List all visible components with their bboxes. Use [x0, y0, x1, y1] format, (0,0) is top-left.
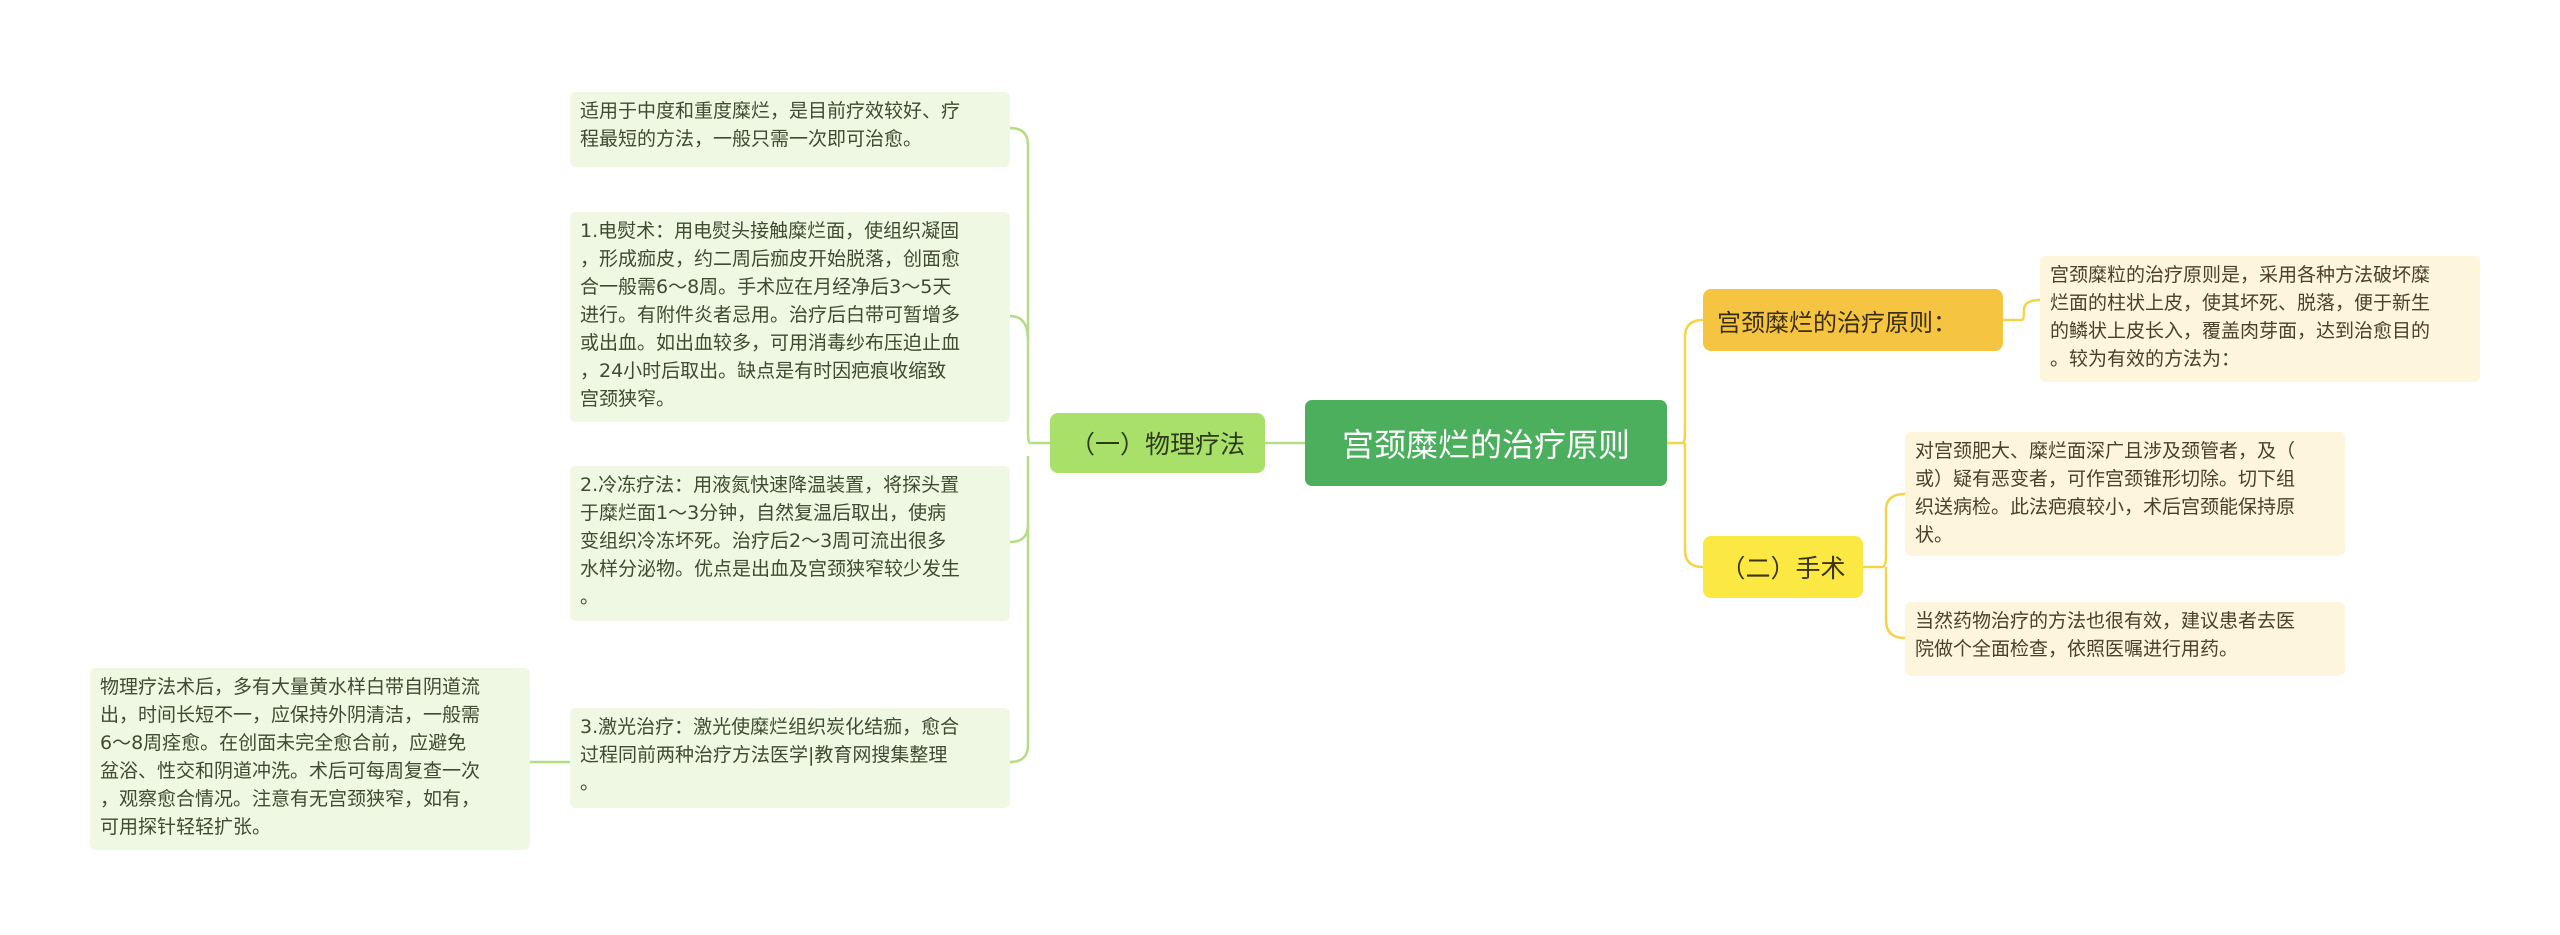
leaf-medication-advice[interactable]: 当然药物治疗的方法也很有效，建议患者去医 院做个全面检查，依照医嘱进行用药。	[1905, 602, 2345, 676]
connector-physical-leaf-3	[1009, 456, 1030, 544]
connector-physical-leaf-4	[1009, 525, 1030, 764]
connector-physical-leaf-2	[1009, 314, 1030, 341]
connector-root-surgery	[1683, 443, 1704, 569]
leaf-laser-therapy[interactable]: 3.激光治疗：激光使糜烂组织炭化结痂，愈合 过程同前两种治疗方法医学|教育网搜集…	[570, 708, 1010, 808]
leaf-postoperative-care[interactable]: 物理疗法术后，多有大量黄水样白带自阴道流 出，时间长短不一，应保持外阴清洁，一般…	[90, 668, 530, 850]
branch-surgery[interactable]: （二）手术	[1703, 536, 1863, 598]
branch-physical-therapy[interactable]: （一）物理疗法	[1050, 413, 1265, 473]
leaf-electrocautery[interactable]: 1.电熨术：用电熨头接触糜烂面，使组织凝固 ，形成痂皮，约二周后痂皮开始脱落，创…	[570, 212, 1010, 422]
root-topic[interactable]: 宫颈糜烂的治疗原则	[1305, 400, 1667, 486]
leaf-physical-overview[interactable]: 适用于中度和重度糜烂，是目前疗效较好、疗 程最短的方法，一般只需一次即可治愈。	[570, 92, 1010, 167]
branch-treatment-principle[interactable]: 宫颈糜烂的治疗原则：	[1703, 289, 2003, 351]
leaf-principle-description[interactable]: 宫颈糜粒的治疗原则是，采用各种方法破坏糜 烂面的柱状上皮，使其坏死、脱落，便于新…	[2040, 256, 2480, 382]
leaf-conization[interactable]: 对宫颈肥大、糜烂面深广且涉及颈管者，及（ 或）疑有恶变者，可作宫颈锥形切除。切下…	[1905, 432, 2345, 556]
connector-surgery-leaf-2	[1884, 567, 1906, 640]
leaf-cryotherapy[interactable]: 2.冷冻疗法：用液氮快速降温装置，将探头置 于糜烂面1～3分钟，自然复温后取出，…	[570, 466, 1010, 621]
connector-root-principle	[1667, 318, 1704, 445]
connector-principle-leaf	[2003, 298, 2041, 322]
connector-physical-leaf-1	[1009, 126, 1050, 445]
connector-surgery-leaf-1	[1863, 492, 1906, 569]
